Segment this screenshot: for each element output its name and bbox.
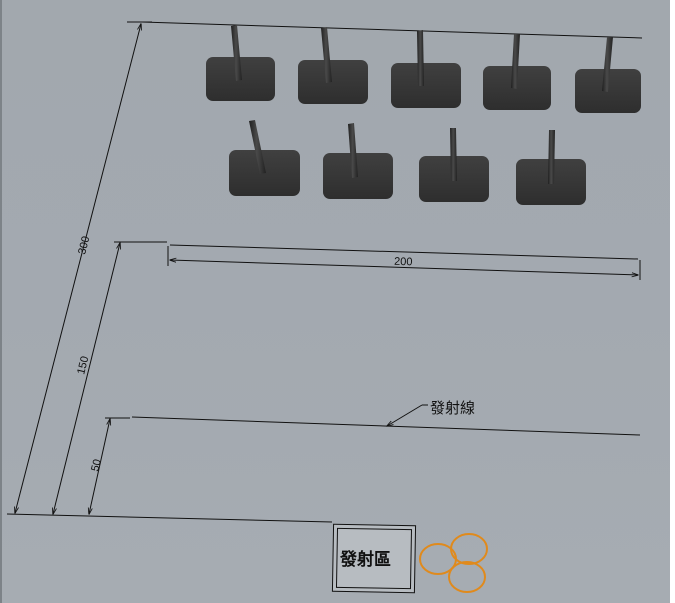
dimension-300-line xyxy=(15,24,141,513)
ring-3[interactable] xyxy=(448,561,486,593)
target-front-2[interactable] xyxy=(323,123,393,199)
target-back-2[interactable] xyxy=(298,27,368,104)
target-front-3[interactable] xyxy=(419,128,489,202)
dimension-50-line xyxy=(89,419,110,514)
dimension-200-text: 200 xyxy=(394,256,413,269)
target-back-5[interactable] xyxy=(575,37,641,113)
ring-group xyxy=(419,533,488,593)
dimension-50-text: 50 xyxy=(89,458,104,473)
dimension-200-upper-line xyxy=(169,244,639,260)
launch-line-label: 發射線 xyxy=(430,399,475,417)
launch-line-callout-leader xyxy=(387,404,423,426)
launch-zone-label: 發射區 xyxy=(339,549,391,570)
target-front-1[interactable] xyxy=(229,120,300,196)
ring-2[interactable] xyxy=(450,533,488,565)
target-front-4[interactable] xyxy=(516,130,586,205)
target-back-4[interactable] xyxy=(483,34,551,110)
target-back-3[interactable] xyxy=(391,30,461,108)
dimension-300-text: 300 xyxy=(76,235,92,256)
target-back-1[interactable] xyxy=(206,25,275,101)
field-bottom-line xyxy=(6,513,333,523)
dimension-150-text: 150 xyxy=(75,355,91,376)
dimension-150-line xyxy=(53,243,120,514)
launch-zone-box[interactable]: 發射區 xyxy=(331,523,417,594)
dimension-200-line xyxy=(170,260,638,275)
field-top-line xyxy=(141,21,643,39)
launch-line xyxy=(131,416,641,436)
